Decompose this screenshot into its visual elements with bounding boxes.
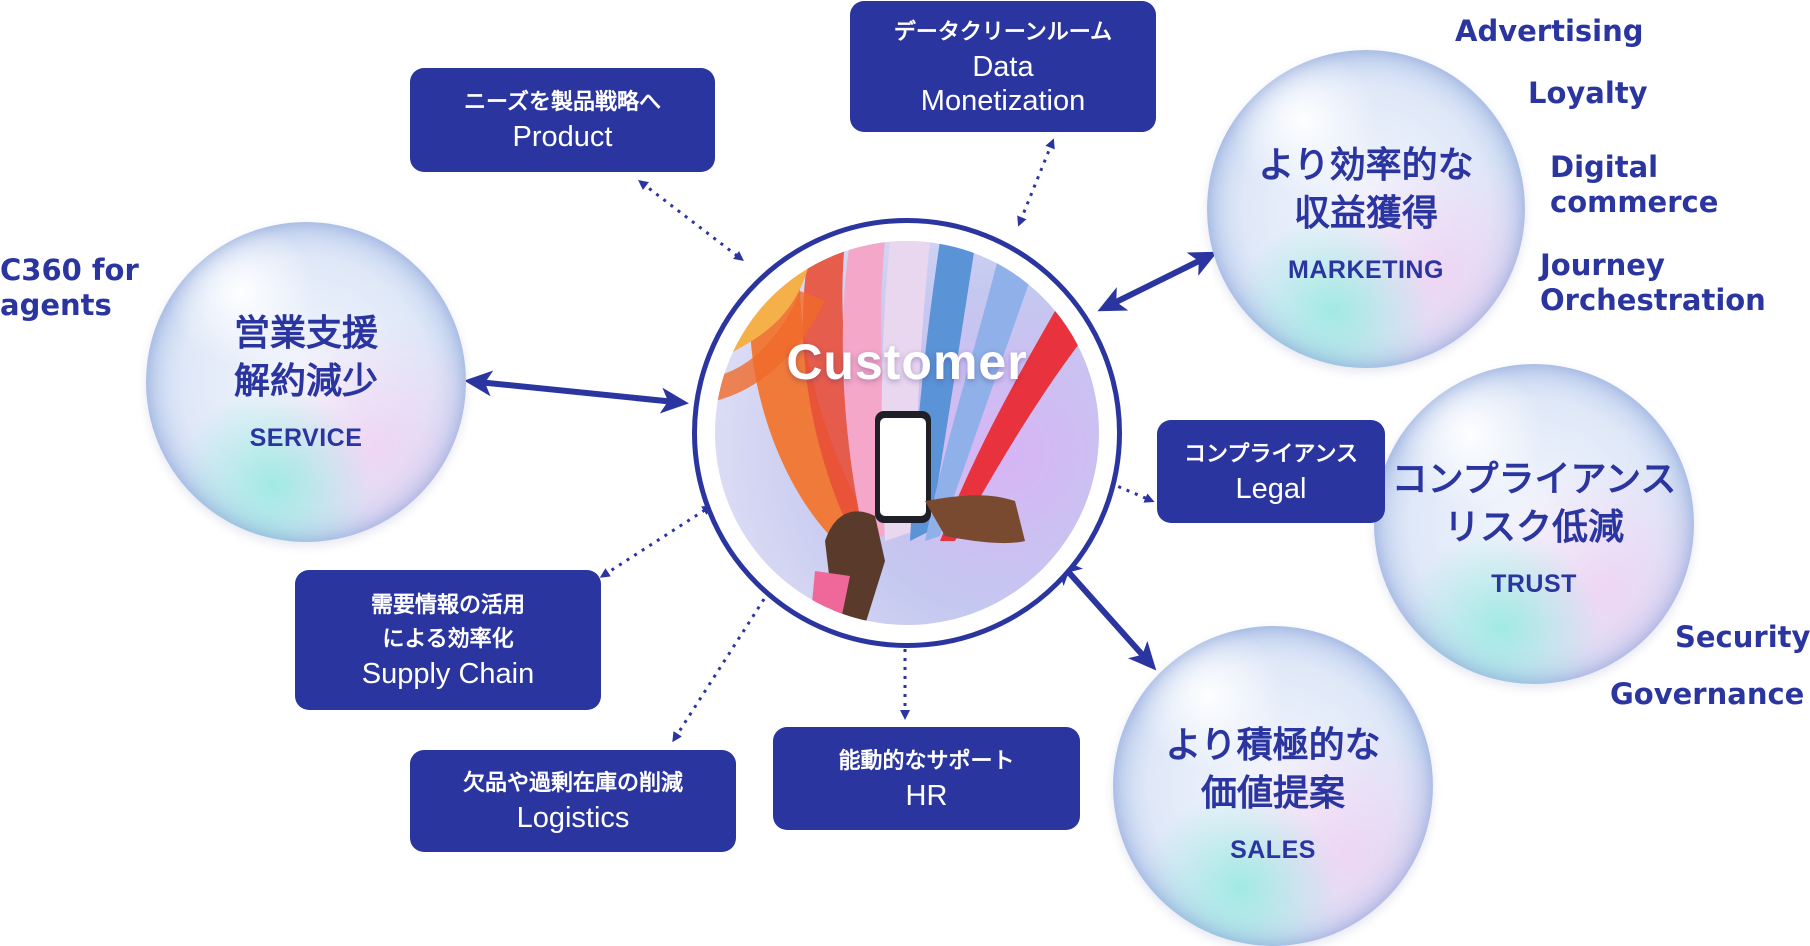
logistics-ja: 欠品や過剰在庫の削減 xyxy=(462,771,683,796)
sales-title: より積極的な 価値提案 xyxy=(1165,725,1381,814)
product-en: Product xyxy=(512,121,613,153)
legal-en: Legal xyxy=(1235,472,1307,505)
legal-box: コンプライアンス Legal xyxy=(1157,420,1385,523)
marketing-arrow xyxy=(1097,251,1218,312)
tag-governance: Governance xyxy=(1610,677,1805,711)
marketing-label: MARKETING xyxy=(1288,256,1444,284)
tag-loyalty: Loyalty xyxy=(1528,76,1648,110)
marketing-title: より効率的な 収益獲得 xyxy=(1258,145,1474,234)
logistics-link xyxy=(672,577,778,743)
tag-advertising: Advertising xyxy=(1455,14,1644,48)
service-label: SERVICE xyxy=(249,424,363,452)
trust-label: TRUST xyxy=(1491,570,1577,598)
tag-journey-orchestration: Journey Orchestration xyxy=(1540,248,1766,317)
product-link xyxy=(638,179,744,262)
supply-box: 需要情報の活用 による効率化 Supply Chain xyxy=(295,570,601,710)
supply-link xyxy=(599,505,713,578)
supply-en: Supply Chain xyxy=(361,658,535,690)
sales-label: SALES xyxy=(1230,836,1316,864)
customer-title: Customer xyxy=(786,334,1028,390)
trust-title: コンプライアンス リスク低減 xyxy=(1391,459,1677,548)
logistics-en: Logistics xyxy=(516,802,630,834)
supply-ja: 需要情報の活用 による効率化 xyxy=(370,593,525,652)
data-en: Data Monetization xyxy=(920,50,1086,117)
product-ja: ニーズを製品戦略へ xyxy=(464,90,661,115)
sales-arrow xyxy=(1054,556,1157,671)
logistics-box: 欠品や過剰在庫の削減 Logistics xyxy=(410,750,736,852)
service-bubble: 営業支援 解約減少 SERVICE xyxy=(146,222,466,542)
hr-en: HR xyxy=(905,779,948,812)
customer-circle: Customer xyxy=(715,241,1099,625)
data-box: データクリーンルーム Data Monetization xyxy=(850,1,1156,132)
data-link xyxy=(1017,138,1055,227)
product-box: ニーズを製品戦略へ Product xyxy=(410,68,715,172)
marketing-bubble: より効率的な 収益獲得 MARKETING xyxy=(1207,50,1525,368)
trust-bubble: コンプライアンス リスク低減 TRUST xyxy=(1374,364,1694,684)
hr-box: 能動的なサポート HR xyxy=(773,727,1080,830)
sales-bubble: より積極的な 価値提案 SALES xyxy=(1113,626,1433,946)
service-title: 営業支援 解約減少 xyxy=(233,313,378,402)
legal-link xyxy=(1105,480,1155,503)
legal-ja: コンプライアンス xyxy=(1183,441,1359,467)
service-arrow xyxy=(464,370,689,414)
tag-digital-commerce: Digital commerce xyxy=(1550,150,1719,219)
hr-ja: 能動的なサポート xyxy=(838,748,1015,774)
data-ja: データクリーンルーム xyxy=(893,19,1113,45)
tag-security: Security xyxy=(1675,620,1810,654)
tag-c360-for-agents: C360 for agents xyxy=(0,253,139,322)
color-streams-illustration xyxy=(715,241,1085,625)
